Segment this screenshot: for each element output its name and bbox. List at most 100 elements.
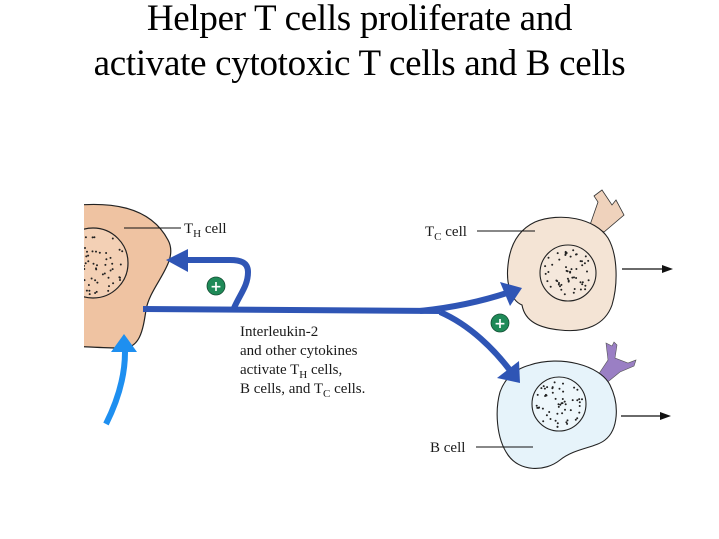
- chromatin-dot: [108, 285, 110, 288]
- chromatin-dot: [571, 399, 574, 402]
- chromatin-dot: [578, 398, 581, 401]
- chromatin-dot: [556, 425, 559, 428]
- chromatin-dot: [111, 237, 114, 240]
- chromatin-dot: [565, 266, 567, 269]
- chromatin-dot: [119, 263, 122, 266]
- chromatin-dot: [549, 285, 552, 288]
- chromatin-dot: [564, 403, 567, 406]
- chromatin-dot: [76, 250, 78, 252]
- chromatin-dot: [584, 284, 587, 287]
- chromatin-dot: [571, 276, 574, 279]
- chromatin-dot: [84, 268, 86, 270]
- helper-t-cell: [63, 203, 172, 349]
- chromatin-dot: [84, 247, 86, 249]
- chromatin-dot: [84, 236, 87, 239]
- chromatin-dot: [584, 288, 587, 291]
- chromatin-dot: [576, 417, 579, 420]
- tc-cell-label-rest: cell: [442, 224, 467, 240]
- chromatin-dot: [581, 398, 583, 401]
- chromatin-dot: [556, 422, 559, 425]
- chromatin-dot: [103, 272, 106, 275]
- caption-line-1: Interleukin-2: [240, 324, 318, 340]
- chromatin-dot: [77, 265, 79, 267]
- chromatin-dot: [566, 422, 569, 425]
- chromatin-dot: [576, 399, 579, 402]
- chromatin-dot: [68, 263, 70, 265]
- chromatin-dot: [559, 285, 561, 288]
- chromatin-dot: [575, 253, 577, 256]
- chromatin-dot: [542, 420, 545, 423]
- chromatin-dot: [73, 251, 75, 253]
- chromatin-dot: [87, 260, 90, 263]
- cytokine-caption: Interleukin-2 and other cytokines activa…: [240, 324, 365, 400]
- chromatin-dot: [566, 419, 569, 422]
- b-cell: [496, 341, 637, 469]
- chromatin-dot: [544, 272, 547, 275]
- chromatin-dot: [542, 385, 545, 388]
- b-activation-arrow: [438, 309, 515, 375]
- chromatin-dot: [572, 249, 575, 252]
- chromatin-dot: [548, 411, 551, 413]
- chromatin-dot: [560, 283, 563, 286]
- chromatin-dot: [573, 288, 576, 290]
- chromatin-dot: [556, 280, 559, 283]
- chromatin-dot: [563, 400, 566, 403]
- chromatin-dot: [88, 289, 91, 292]
- chromatin-dot: [557, 403, 560, 406]
- chromatin-dot: [95, 290, 98, 293]
- caption-line-4: B cells, and TC cells.: [240, 381, 365, 400]
- chromatin-dot: [561, 398, 564, 400]
- chromatin-dot: [64, 255, 66, 257]
- chromatin-dot: [581, 281, 584, 284]
- chromatin-dot: [564, 408, 566, 411]
- chromatin-dot: [536, 406, 539, 409]
- chromatin-dot: [77, 262, 79, 264]
- chromatin-dot: [107, 276, 110, 279]
- plus-sign: +: [494, 316, 506, 332]
- antibody-receptor: [595, 341, 637, 386]
- chromatin-dot: [564, 250, 567, 253]
- chromatin-dot: [93, 236, 96, 239]
- chromatin-dot: [78, 267, 80, 269]
- chromatin-dot: [544, 265, 547, 268]
- chromatin-dot: [557, 405, 560, 408]
- chromatin-dot: [119, 276, 121, 279]
- chromatin-dot: [549, 418, 552, 420]
- chromatin-dot: [76, 237, 78, 239]
- chromatin-dot: [579, 281, 582, 284]
- chromatin-dot: [573, 386, 576, 389]
- antigen-input-arrow: [103, 351, 128, 426]
- tc-arrowhead: [500, 282, 522, 306]
- chromatin-dot: [105, 258, 108, 261]
- chromatin-dot: [63, 270, 65, 272]
- th-cell-label: TH cell: [184, 221, 227, 240]
- chromatin-dot: [540, 387, 543, 390]
- chromatin-dot: [95, 250, 97, 253]
- chromatin-dot: [536, 393, 539, 396]
- chromatin-dot: [81, 277, 83, 279]
- chromatin-dot: [578, 411, 581, 414]
- chromatin-dot: [86, 250, 88, 253]
- chromatin-dot: [567, 280, 570, 283]
- chromatin-dot: [579, 260, 582, 263]
- chromatin-dot: [81, 237, 83, 239]
- b-arrowhead: [497, 361, 520, 383]
- chromatin-dot: [556, 252, 559, 255]
- chromatin-dot: [84, 262, 87, 265]
- chromatin-dot: [72, 265, 74, 267]
- chromatin-dot: [587, 279, 590, 282]
- chromatin-dot: [546, 386, 549, 389]
- b-cell-chromatin: [535, 381, 583, 428]
- chromatin-dot: [87, 254, 90, 257]
- tc-cell-label: TC cell: [425, 224, 467, 243]
- chromatin-dot: [87, 284, 90, 286]
- caption-line-3: activate TH cells,: [240, 362, 342, 381]
- chromatin-dot: [74, 251, 76, 253]
- cytokine-arrows: [142, 257, 515, 375]
- chromatin-dot: [581, 283, 584, 286]
- autocrine-arrowhead: [166, 249, 188, 272]
- chromatin-dot: [71, 274, 73, 276]
- autocrine-loop-arrow: [186, 257, 252, 310]
- chromatin-dot: [94, 279, 97, 282]
- tc-output-arrow-icon: [622, 265, 673, 273]
